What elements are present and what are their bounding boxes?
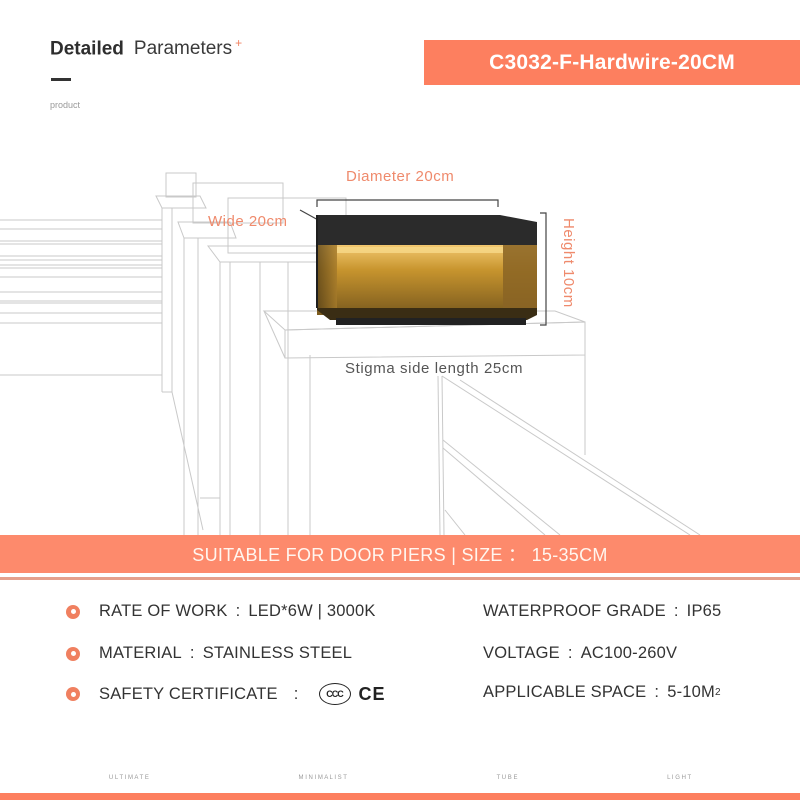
spec-rate-of-work: RATE OF WORK : LED*6W | 3000K [66,602,376,621]
spec-colon: : [189,644,195,662]
tagline-word: L I G H T [667,775,692,781]
banner-divider [0,577,800,580]
plus-icon: + [235,36,243,50]
stigma-label: Stigma side length 25cm [345,360,524,377]
spec-voltage: VOLTAGE : AC100-260V [483,644,677,663]
spec-colon: : [235,602,241,620]
spec-key: APPLICABLE SPACE [483,683,647,701]
spec-key: SAFETY CERTIFICATE [99,684,278,703]
spec-value: AC100-260V [580,644,678,662]
page-title: Detailed Parameters+ [50,36,242,60]
spec-waterproof-grade: WATERPROOF GRADE : IP65 [483,602,721,621]
bottom-accent-bar [0,793,800,800]
spec-value: IP65 [686,602,722,620]
ce-mark-icon: CE [358,683,386,704]
spec-material: MATERIAL : STAINLESS STEEL [66,644,352,663]
spec-colon: : [293,684,299,703]
spec-colon: : [673,602,679,620]
model-banner: C3032-F-Hardwire-20CM [424,40,800,85]
suitable-banner: SUITABLE FOR DOOR PIERS | SIZE ： 15-35CM [0,535,800,573]
ccc-mark-icon: CCC [318,683,351,705]
spec-value: STAINLESS STEEL [202,644,353,662]
spec-key: WATERPROOF GRADE [483,602,666,620]
spec-key: MATERIAL [99,644,182,662]
title-light: Parameters [133,38,233,60]
bullet-icon [66,604,80,619]
fence-lines [0,172,701,535]
spec-safety-certificate: SAFETY CERTIFICATE : CCC CE [66,683,386,705]
tagline-word: U L T I M A T E [108,775,149,781]
spec-colon: : [654,683,660,701]
bullet-icon [66,687,80,701]
lamp-body [316,215,537,325]
spec-superscript: 2 [714,687,721,698]
spec-key: RATE OF WORK [99,602,228,620]
height-label: Height 10cm [560,218,577,308]
wide-label: Wide 20cm [208,213,288,230]
diameter-label: Diameter 20cm [346,168,455,185]
spec-key: VOLTAGE [483,644,560,662]
subtitle: product [50,100,81,110]
spec-value: 5-10M [667,683,715,701]
product-illustration [0,172,701,535]
bullet-icon [66,646,80,661]
tagline-word: T U B E [496,775,518,781]
title-bold: Detailed [50,38,124,60]
tagline-word: M I N I M A L I S T [298,775,347,781]
spec-value: LED*6W | 3000K [248,602,376,620]
footer-tagline: U L T I M A T E M I N I M A L I S T T U … [0,775,800,781]
spec-colon: : [567,644,573,662]
title-underline [51,78,71,81]
